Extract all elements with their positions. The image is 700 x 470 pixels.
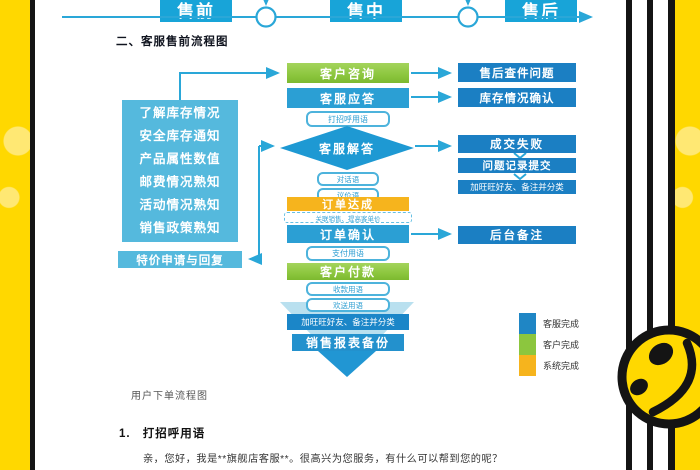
legend-label: 系统完成 (543, 361, 580, 371)
prep-line: 活动情况熟知 (139, 198, 221, 212)
legend-item-service-done: 客服完成 (519, 313, 579, 334)
script-box-payment: 支付用语 (306, 246, 390, 261)
prep-line: 邮费情况熟知 (139, 175, 221, 189)
legend-item-system-done: 系统完成 (519, 355, 579, 376)
flow-box-issue-record: 问题记录提交 (458, 158, 576, 173)
script-box-farewell: 欢送用语 (306, 298, 390, 312)
legend-swatch-green (519, 334, 536, 355)
greeting-script-text: 亲，您好，我是**旗舰店客服**。很高兴为您服务，有什么可以帮到您的呢？ (143, 454, 503, 465)
list-item-title: 打招呼用语 (142, 428, 206, 440)
script-box-dialog: 对话语 (317, 172, 379, 186)
chevron-down-icon (513, 173, 527, 181)
funnel-step-report-backup: 销售报表备份 (292, 334, 404, 351)
connector-lines (179, 67, 527, 265)
legend-label: 客服完成 (543, 319, 580, 329)
flow-box-customer-inquiry: 客户咨询 (287, 63, 409, 83)
script-box-greeting: 打招呼用语 (306, 111, 390, 127)
flow-box-stock-confirm: 库存情况确认 (458, 88, 576, 107)
legend-label: 客户完成 (543, 340, 580, 350)
diagram-caption: 用户下单流程图 (131, 391, 208, 402)
list-item-heading: 1. 打招呼用语 (119, 425, 205, 441)
prep-line: 产品属性数值 (139, 152, 221, 166)
right-stripe-1 (626, 0, 632, 470)
prep-line: 安全库存通知 (139, 129, 221, 143)
note-box-upsell: 关联销售、提高客单价 (284, 212, 412, 223)
prep-line: 销售政策熟知 (139, 221, 221, 235)
left-yellow-border (0, 0, 30, 470)
flow-box-order-confirm: 订单确认 (287, 225, 409, 243)
right-stripe-2 (647, 0, 653, 470)
flow-box-order-done: 订单达成 (287, 197, 409, 211)
funnel-step-add-friend: 加旺旺好友、备注并分类 (287, 314, 409, 330)
smiley-face-icon (617, 325, 700, 429)
flow-box-deal-failed: 成交失败 (458, 135, 576, 153)
flow-box-special-price: 特价申请与回复 (118, 251, 242, 268)
flow-box-customer-pay: 客户付款 (287, 263, 409, 280)
flow-box-aftersale-issue: 售后查件问题 (458, 63, 576, 82)
prep-knowledge-box: 了解库存情况 安全库存通知 产品属性数值 邮费情况熟知 活动情况熟知 销售政策熟… (122, 100, 238, 242)
right-stripe-3 (668, 0, 675, 470)
timeline-node-icon (457, 6, 479, 28)
legend-item-customer-done: 客户完成 (519, 334, 579, 355)
legend-swatch-yellow (519, 355, 536, 376)
script-box-receipt: 收款用语 (306, 282, 390, 296)
list-item-number: 1. (119, 428, 131, 440)
flow-box-service-reply: 客服应答 (287, 88, 409, 108)
flow-box-add-friend: 加旺旺好友、备注并分类 (458, 180, 576, 194)
timeline-node-icon (255, 6, 277, 28)
legend-swatch-blue (519, 313, 536, 334)
left-black-line (30, 0, 35, 470)
prep-line: 了解库存情况 (139, 106, 221, 120)
flow-box-backend-note: 后台备注 (458, 226, 576, 244)
section-heading: 二、客服售前流程图 (116, 36, 229, 48)
timeline-axis (62, 0, 593, 28)
